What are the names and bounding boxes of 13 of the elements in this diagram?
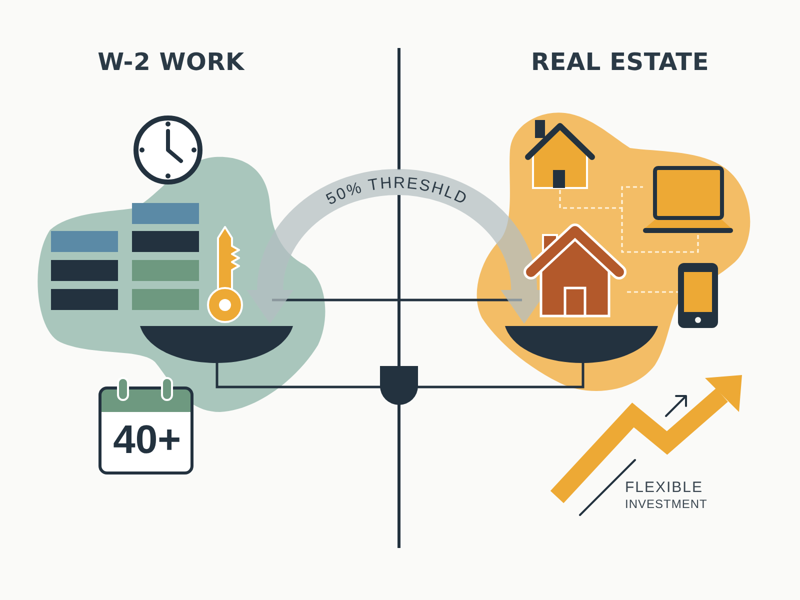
house-icon bbox=[524, 118, 596, 190]
house-icon bbox=[523, 223, 627, 318]
heading: W-2 WORK bbox=[98, 48, 244, 77]
heading: REAL ESTATE bbox=[530, 48, 710, 77]
edge-label: 50% THRESHLD bbox=[324, 174, 470, 209]
scale-pan bbox=[505, 326, 658, 363]
dashed-connector bbox=[559, 186, 699, 253]
dashed-connector bbox=[627, 291, 678, 293]
calendar-label: 40+ bbox=[113, 418, 181, 462]
scale-pan bbox=[140, 326, 293, 363]
phone-icon bbox=[678, 263, 718, 328]
laptop-icon bbox=[643, 166, 733, 234]
annotation-text: FLEXIBLE INVESTMENT bbox=[625, 479, 708, 513]
